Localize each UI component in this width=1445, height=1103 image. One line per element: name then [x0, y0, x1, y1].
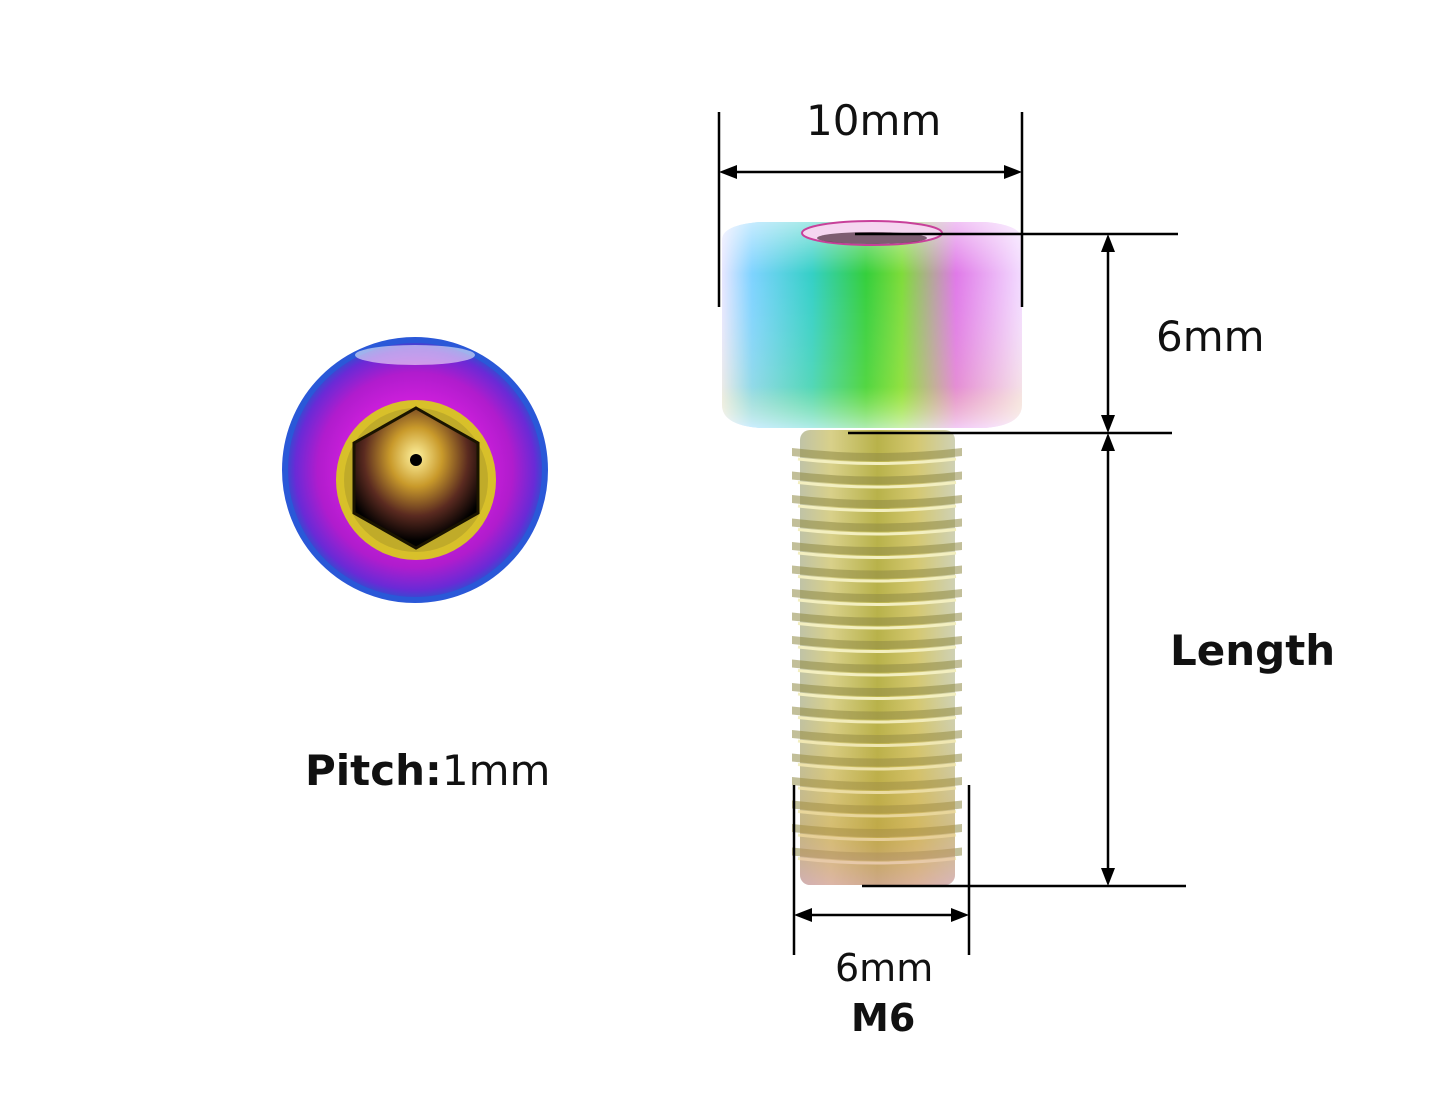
thread-ridge	[792, 495, 962, 508]
arrow-length-top	[1101, 433, 1115, 451]
thread-ridge	[792, 589, 962, 602]
pitch-caption: Pitch:	[305, 746, 442, 795]
thread-ridge	[792, 636, 962, 649]
thread-highlight	[797, 669, 957, 677]
hex-socket	[352, 406, 480, 550]
head-height-label: 6mm	[1156, 312, 1265, 361]
pitch-value: 1mm	[441, 746, 551, 795]
thread-highlight	[797, 622, 957, 630]
thread-highlight	[797, 504, 957, 512]
thread-highlight	[797, 551, 957, 559]
thread-highlight	[797, 528, 957, 536]
arrow-thread-left	[794, 908, 812, 922]
thread-highlight	[797, 598, 957, 606]
dimension-lines	[717, 112, 1186, 955]
socket-center	[410, 454, 422, 466]
thread-highlight	[797, 481, 957, 489]
length-label: Length	[1170, 626, 1336, 675]
thread-ridge	[792, 471, 962, 485]
thread-ridge	[792, 518, 962, 532]
thread-highlight	[797, 692, 957, 700]
shank-tip-tint	[800, 700, 955, 885]
thread-ridge	[792, 659, 962, 673]
thread-ridge	[792, 542, 962, 555]
thread-highlight	[797, 645, 957, 653]
arrow-head-height-top	[1101, 234, 1115, 252]
pitch-label: Pitch:1mm	[305, 746, 550, 795]
thread-ridge	[792, 448, 962, 461]
bolt-side-view	[722, 220, 1022, 885]
thread-ridge	[792, 612, 962, 626]
arrow-head-height-bottom	[1101, 415, 1115, 433]
thread-highlight	[797, 457, 957, 465]
head-top-highlight	[355, 345, 475, 365]
dimension-arrowheads	[719, 165, 1115, 922]
arrow-head-dia-left	[719, 165, 737, 179]
thread-ridge	[792, 565, 962, 579]
thread-size-label: M6	[851, 996, 916, 1040]
head-top-rim	[282, 337, 548, 603]
head-diameter-label: 10mm	[806, 96, 942, 145]
thread-diameter-label: 6mm	[835, 946, 934, 990]
arrow-length-bottom	[1101, 868, 1115, 886]
arrow-thread-right	[951, 908, 969, 922]
arrow-head-dia-right	[1004, 165, 1022, 179]
thread-ridge	[792, 683, 962, 696]
thread-highlight	[797, 575, 957, 583]
bolt-top-view	[282, 337, 548, 603]
